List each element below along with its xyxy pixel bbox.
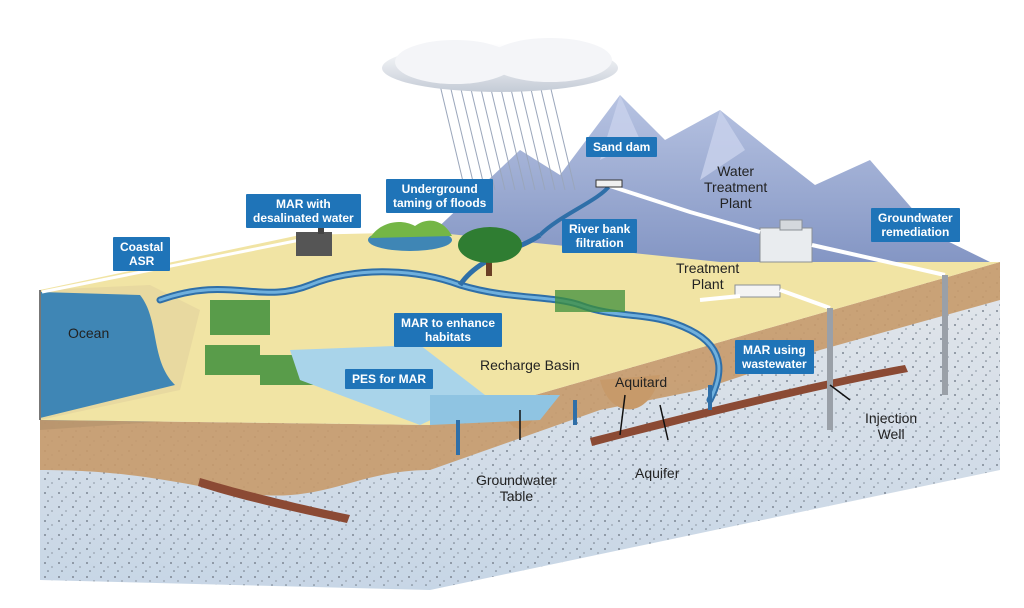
underground-taming-floods-callout: Underground taming of floods (386, 179, 494, 213)
leader-lines (519, 384, 851, 441)
mar-using-wastewater-callout: MAR using wastewater (735, 340, 814, 374)
river-bank-filtration-callout: River bank filtration (562, 219, 638, 253)
treatment-plant-label: Treatment Plant (676, 260, 740, 292)
aquifer-label: Aquifer (635, 465, 680, 481)
rain-cloud (382, 38, 618, 191)
sand-dam-callout: Sand dam (586, 137, 658, 157)
injection-well-label: Injection Well (865, 410, 918, 442)
groundwater-table-label: Groundwater Table (476, 472, 557, 504)
recharge-basin-label: Recharge Basin (480, 357, 580, 373)
pes-for-mar-callout: PES for MAR (345, 369, 434, 389)
ocean-label: Ocean (68, 325, 110, 341)
mar-enhance-habitats-callout: MAR to enhance habitats (394, 313, 503, 347)
aquitard-label: Aquitard (615, 374, 668, 390)
infrastructure (39, 179, 948, 455)
coastal-asr-callout: Coastal ASR (113, 237, 171, 271)
mar-desalinated-water-callout: MAR with desalinated water (246, 194, 361, 228)
water-treatment-plant-label: Water Treatment Plant (704, 163, 768, 211)
groundwater-remediation-callout: Groundwater remediation (871, 208, 960, 242)
